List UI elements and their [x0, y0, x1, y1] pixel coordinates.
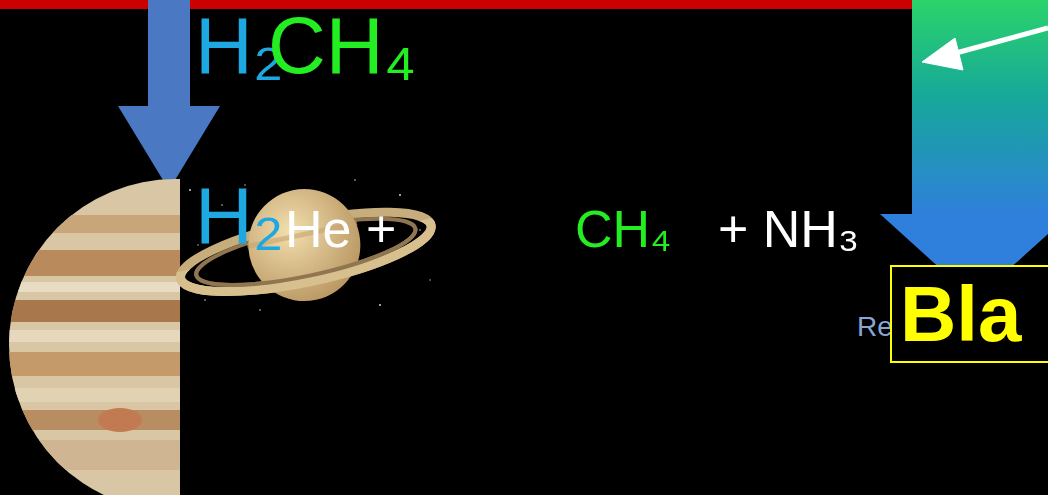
jupiter: [0, 170, 180, 495]
saturn: [168, 164, 442, 327]
formula-text: He +: [285, 203, 396, 255]
highlight-box: Bla: [890, 265, 1048, 363]
formula-text: H₂: [195, 176, 284, 256]
pointer-arrow: [922, 28, 1048, 70]
highlight-word: Bla: [900, 275, 1021, 353]
formula-text: CH₄: [575, 203, 671, 255]
formula-text: CH₄: [268, 6, 416, 86]
formula-text: + NH₃: [718, 203, 859, 255]
partial-word: Re: [857, 313, 893, 341]
gradient-arrow: [880, 0, 1048, 300]
